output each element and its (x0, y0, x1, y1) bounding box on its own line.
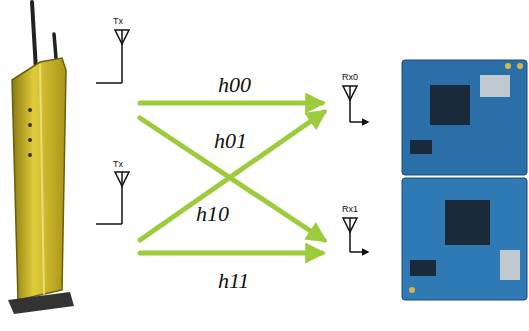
antenna-label: Rx0 (342, 73, 358, 82)
channel-arrow (140, 103, 324, 253)
antenna-symbol (96, 30, 368, 252)
channel-label: h00 (218, 74, 251, 96)
wifi-module-picture (402, 60, 527, 300)
antenna-label: Tx (113, 17, 123, 26)
channel-label: h01 (214, 130, 247, 152)
antenna-label: Rx1 (342, 205, 358, 214)
channel-label: h10 (196, 203, 229, 225)
router-picture (8, 2, 74, 314)
antenna-label: Tx (113, 160, 123, 169)
channel-label: h11 (218, 270, 249, 292)
